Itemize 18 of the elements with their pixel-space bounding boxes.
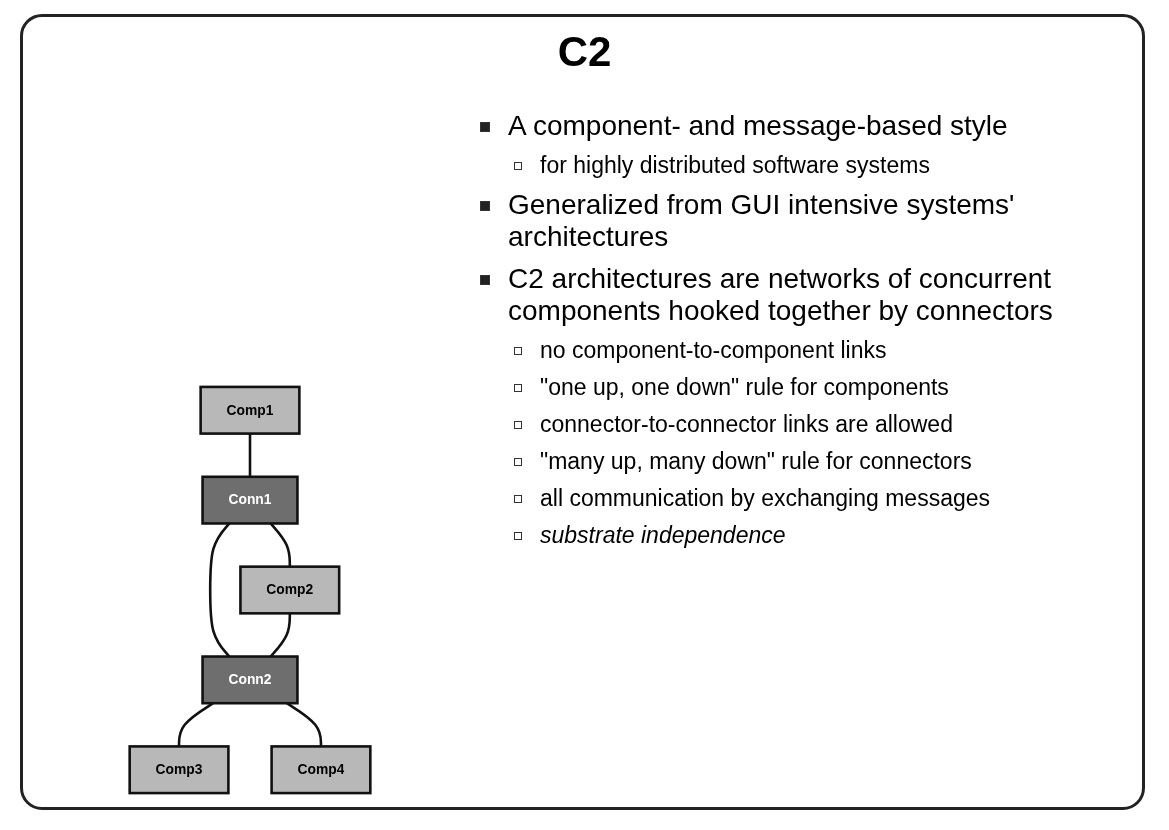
bullet-text: "many up, many down" rule for connectors — [540, 448, 972, 475]
connector — [248, 433, 252, 477]
bullet-text: Generalized from GUI intensive systems' architectures — [508, 189, 1016, 253]
bullet-text: C2 architectures are networks of concurrent components hooked together by connectors — [508, 263, 1054, 327]
bullet-text: no component-to-component links — [540, 337, 887, 364]
slide-title: C2 — [556, 28, 613, 76]
bullet-text: A component- and message-based style — [508, 110, 1008, 142]
bullet-text: connector-to-connector links are allowed — [540, 411, 953, 438]
bullet-text: for highly distributed software systems — [540, 152, 930, 179]
bullet-text: substrate independence — [540, 522, 786, 549]
node-box: Conn2 — [201, 655, 299, 705]
node-box: Comp3 — [128, 745, 230, 795]
bullet-text: "one up, one down" rule for components — [540, 374, 949, 401]
node-box: Comp4 — [270, 745, 372, 795]
node-box: Conn1 — [201, 475, 299, 525]
node-box: Comp1 — [199, 385, 301, 435]
node-box: Comp2 — [239, 565, 341, 615]
bullet-text: all communication by exchanging messages — [540, 485, 991, 512]
